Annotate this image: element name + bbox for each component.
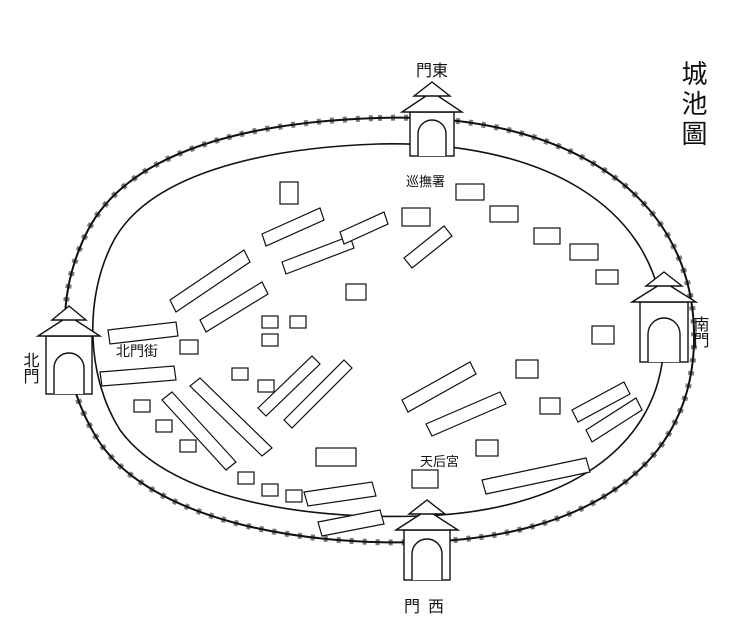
houses — [133, 181, 619, 503]
south-gate — [629, 271, 699, 363]
tian-hou-gong-label: 天后宮 — [420, 454, 459, 470]
south-gate-label: 南門 — [691, 316, 710, 349]
east-gate — [399, 81, 465, 157]
west-gate — [393, 499, 461, 581]
west-gate-label: 門西 — [404, 597, 452, 616]
city-wall — [61, 114, 698, 546]
north-gate — [35, 305, 103, 395]
east-gate-label: 門東 — [416, 61, 448, 80]
north-gate-label: 北門 — [21, 352, 40, 385]
building-rows — [99, 207, 643, 537]
ju-bu-shu-label: 巡撫署 — [406, 175, 445, 190]
map-title: 城池圖 — [677, 60, 707, 150]
bei-men-jie-label: 北門街 — [116, 344, 158, 360]
